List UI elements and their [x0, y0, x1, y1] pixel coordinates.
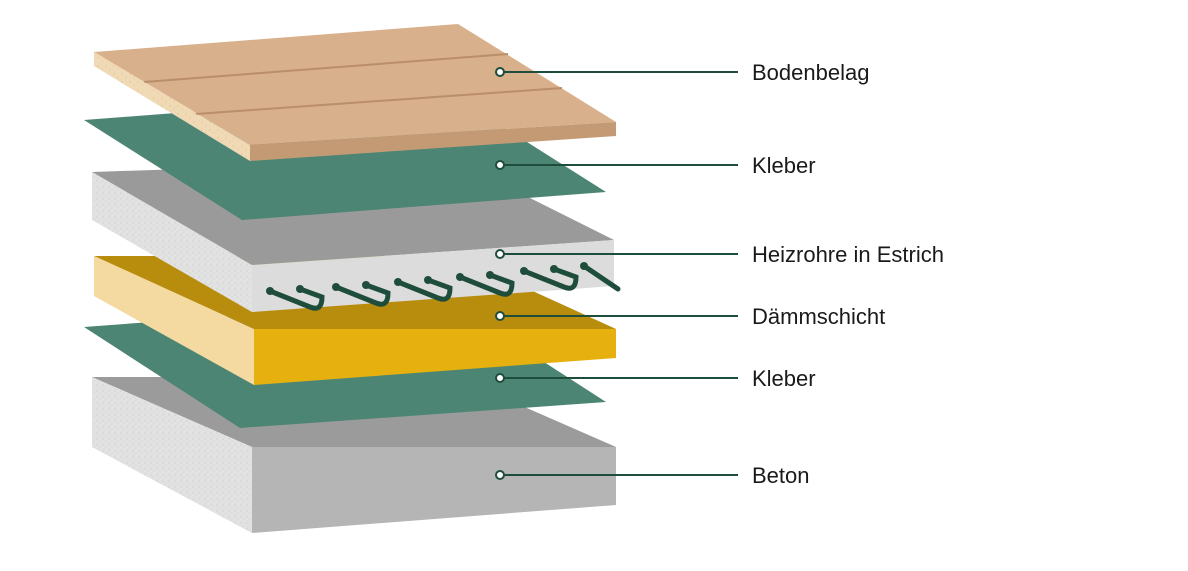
heating-pipe-loop: [395, 277, 453, 302]
heating-pipe-end: [266, 287, 274, 295]
daemmung-side-front: [254, 329, 616, 385]
heating-pipe-loop: [267, 286, 325, 311]
heating-pipe-end: [296, 285, 304, 293]
estrich-side-front: [252, 240, 614, 312]
beton-side-left: [92, 377, 252, 533]
heating-pipe-end: [332, 283, 340, 291]
bodenbelag-side-front: [250, 122, 616, 161]
anchor-dot: [495, 311, 505, 321]
heating-pipe-end: [424, 276, 432, 284]
plank-seam-2: [195, 87, 563, 115]
label-bodenbelag: Bodenbelag: [752, 60, 869, 85]
heating-pipe-end: [362, 281, 370, 289]
heating-pipes: [266, 262, 621, 311]
heating-pipe-end: [486, 271, 494, 279]
callout-beton: Beton: [495, 463, 810, 488]
label-beton: Beton: [752, 463, 810, 488]
estrich-side-left: [92, 172, 252, 312]
label-kleber-top: Kleber: [752, 153, 816, 178]
callout-bodenbelag: Bodenbelag: [495, 60, 869, 85]
heating-pipe-end: [580, 262, 588, 270]
heating-pipe-loop: [521, 266, 579, 291]
heating-pipe-end: [550, 265, 558, 273]
heating-pipe-end: [520, 267, 528, 275]
plank-edge-2: [196, 114, 200, 127]
daemmung-side-left: [94, 256, 254, 385]
plank-edge-1: [144, 82, 148, 95]
anchor-dot: [495, 470, 505, 480]
anchor-dot: [495, 67, 505, 77]
anchor-dot: [495, 160, 505, 170]
callouts: Bodenbelag Kleber Heizrohre in Estrich D…: [495, 60, 944, 488]
plank-seam-1: [143, 53, 509, 83]
heating-pipe-end: [394, 278, 402, 286]
heating-pipe-end: [456, 273, 464, 281]
heating-pipe-loop: [457, 272, 515, 297]
anchor-dot: [495, 373, 505, 383]
label-daemmschicht: Dämmschicht: [752, 304, 885, 329]
callout-daemmschicht: Dämmschicht: [495, 304, 885, 329]
anchor-dot: [495, 249, 505, 259]
layer-bodenbelag: [94, 24, 616, 161]
bodenbelag-side-left: [94, 52, 250, 161]
label-kleber-bottom: Kleber: [752, 366, 816, 391]
beton-side-front: [252, 447, 616, 533]
callout-estrich: Heizrohre in Estrich: [495, 242, 944, 267]
heating-pipe-tail: [581, 263, 621, 292]
label-heizrohre-estrich: Heizrohre in Estrich: [752, 242, 944, 267]
heating-pipe-loop: [333, 282, 391, 307]
callout-kleber-bottom: Kleber: [495, 366, 816, 391]
bodenbelag-top: [94, 24, 616, 145]
callout-kleber-top: Kleber: [495, 153, 816, 178]
